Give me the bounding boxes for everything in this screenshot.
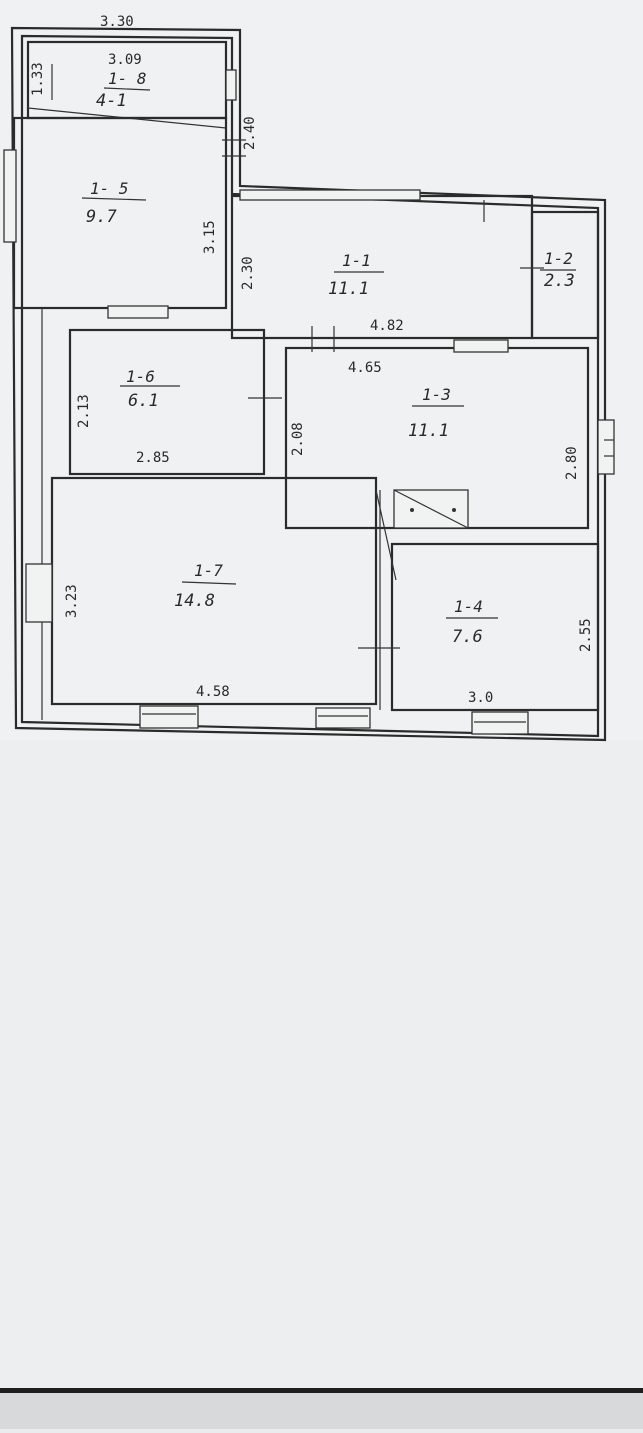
room-1-2-area: 2.3 [544,271,575,291]
room-1-1-number: 1-1 [342,251,371,270]
outer-wall [10,26,607,742]
room-1-6-width: 2.85 [136,450,170,466]
room-1-5-height: 3.15 [202,220,218,254]
door-marks [51,64,544,649]
room-1-3-width: 4.65 [348,360,382,376]
room-1-3-height-left: 2.08 [290,422,306,456]
room-1-1-height: 2.30 [240,256,256,290]
room-1-3-area: 11.1 [408,421,449,441]
dim-top-width: 3.30 [100,14,134,30]
outer-wall-inner [20,34,600,738]
room-1-5-area: 9.7 [86,207,117,227]
room-1-7-number: 1-7 [194,561,223,580]
room-1-3-number: 1-3 [422,385,451,404]
room-1-6 [68,328,266,476]
room-1-8-width: 3.09 [108,52,142,68]
room-1-4-area: 7.6 [452,627,483,647]
room-1-2-number: 1-2 [544,249,573,268]
room-1-7-width: 4.58 [196,684,230,700]
room-1-6-area: 6.1 [128,391,159,411]
room-1-3-height: 2.80 [564,446,580,480]
room-1-4 [390,542,600,712]
room-1-5-number: 1- 5 [90,179,129,198]
room-1-2 [530,210,600,340]
room-1-6-height: 2.13 [76,394,92,428]
room-1-4-height: 2.55 [578,618,594,652]
room-1-4-width: 3.0 [468,690,493,706]
room-1-8-area: 4-1 [96,91,127,111]
window-marks [3,69,615,735]
room-1-8-number: 1- 8 [108,69,147,88]
room-1-7-area: 14.8 [174,591,215,611]
room-1-6-number: 1-6 [126,367,155,386]
room-1-8-height: 1.33 [30,62,46,96]
room-1-1-area: 11.1 [328,279,369,299]
room-1-7-height: 3.23 [64,584,80,618]
room-1-1-width: 4.82 [370,318,404,334]
room-1-4-number: 1-4 [454,597,483,616]
dim-upper-wall: 2.40 [242,116,258,150]
